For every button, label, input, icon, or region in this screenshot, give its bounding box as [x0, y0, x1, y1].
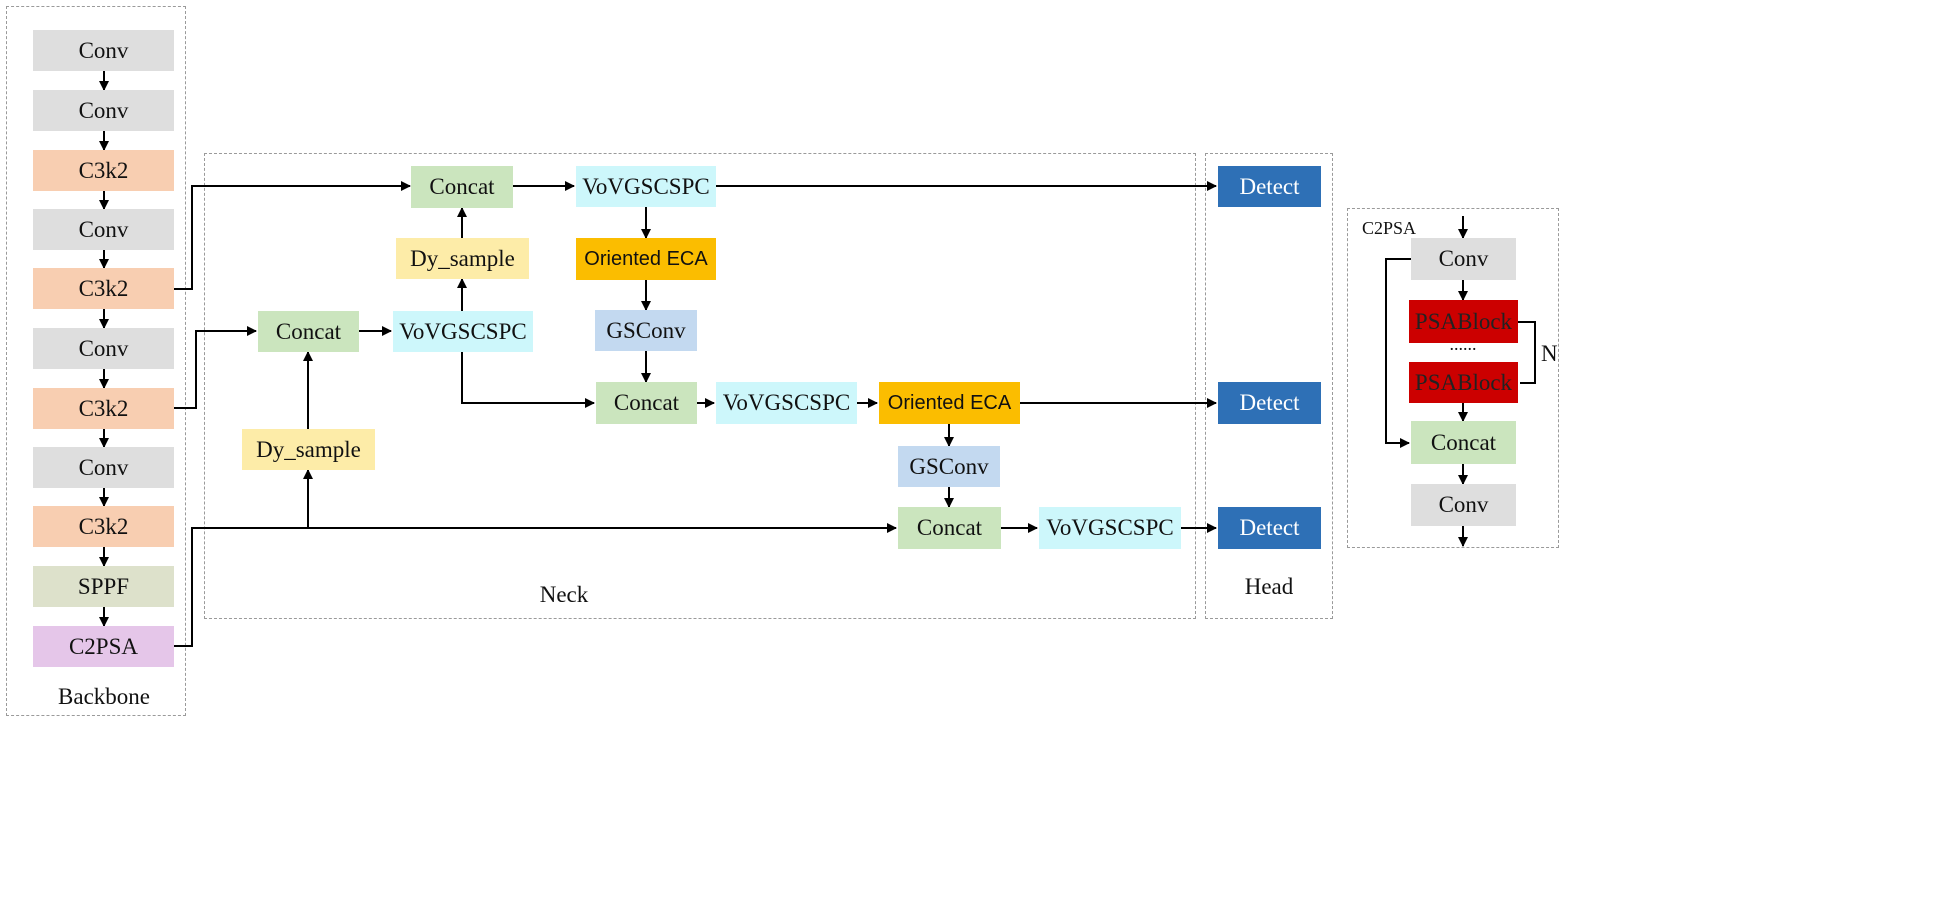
- c2psa-psablock-1: PSABlock: [1409, 300, 1518, 343]
- neck-group: [204, 153, 1196, 619]
- backbone-conv-1: Conv: [33, 30, 174, 71]
- head-label: Head: [1244, 574, 1294, 599]
- arrow-conv-in-skip-to-concat: [1385, 258, 1411, 448]
- backbone-sppf: SPPF: [33, 566, 174, 607]
- backbone-group: [6, 6, 186, 716]
- backbone-conv-2: Conv: [33, 90, 174, 131]
- neck-concat-mid: Concat: [596, 382, 697, 424]
- head-group: [1205, 153, 1333, 619]
- neck-dysample-lower: Dy_sample: [242, 429, 375, 470]
- backbone-c2psa: C2PSA: [33, 626, 174, 667]
- head-detect-3: Detect: [1218, 507, 1321, 549]
- neck-concat-mid-left: Concat: [258, 311, 359, 352]
- neck-gsconv-2: GSConv: [898, 446, 1000, 487]
- arrow-vov-midleft-to-concat-mid: [461, 352, 595, 408]
- c2psa-conv-in: Conv: [1411, 238, 1516, 280]
- c2psa-repeat-n-label: N: [1541, 341, 1558, 366]
- head-detect-2: Detect: [1218, 382, 1321, 424]
- arrow-psablock-repeat-loop: [1518, 321, 1536, 384]
- neck-vovgscspc-bottom: VoVGSCSPC: [1039, 507, 1181, 549]
- c2psa-detail-group: [1347, 208, 1559, 548]
- neck-concat-bottom: Concat: [898, 507, 1001, 549]
- head-detect-1: Detect: [1218, 166, 1321, 207]
- backbone-conv-5: Conv: [33, 447, 174, 488]
- backbone-conv-4: Conv: [33, 328, 174, 369]
- arrow-c3k2-2-to-concat-top: [174, 181, 411, 290]
- c2psa-conv-out: Conv: [1411, 484, 1516, 526]
- neck-vovgscspc-mid-left: VoVGSCSPC: [393, 311, 533, 352]
- backbone-label: Backbone: [58, 684, 150, 709]
- backbone-c3k2-2: C3k2: [33, 268, 174, 309]
- neck-gsconv-1: GSConv: [595, 310, 697, 351]
- c2psa-repeat-dots: ......: [1449, 334, 1477, 354]
- backbone-c3k2-3: C3k2: [33, 388, 174, 429]
- backbone-c3k2-4: C3k2: [33, 506, 174, 547]
- neck-concat-top: Concat: [411, 166, 513, 208]
- arrow-c2psa-to-concat-bottom: [174, 523, 897, 647]
- backbone-c3k2-1: C3k2: [33, 150, 174, 191]
- c2psa-psablock-2: PSABlock: [1409, 362, 1518, 403]
- backbone-conv-3: Conv: [33, 209, 174, 250]
- c2psa-concat: Concat: [1411, 421, 1516, 464]
- neck-vovgscspc-top: VoVGSCSPC: [576, 166, 716, 207]
- neck-oriented-eca-mid: Oriented ECA: [879, 382, 1020, 424]
- c2psa-detail-title: C2PSA: [1362, 218, 1417, 238]
- neck-vovgscspc-mid: VoVGSCSPC: [716, 382, 857, 424]
- arrow-c3k2-3-to-concat-midleft: [174, 326, 257, 409]
- neck-label: Neck: [539, 582, 589, 607]
- neck-oriented-eca-top: Oriented ECA: [576, 238, 716, 280]
- neck-dysample-upper: Dy_sample: [396, 238, 529, 279]
